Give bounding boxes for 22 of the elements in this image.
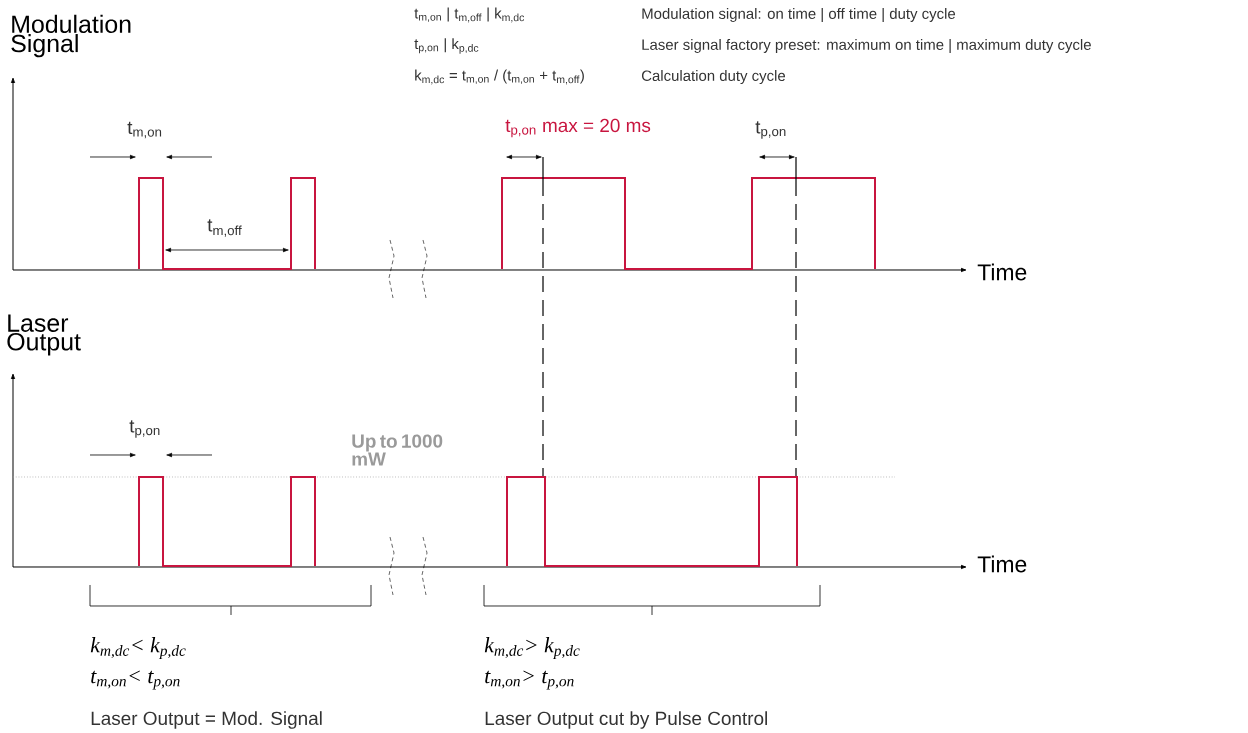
axis-title: Laser Output [7,314,81,356]
legend-text: Calculation duty cycle [641,70,786,84]
dimension-label: t$_{m,on}$ [127,121,162,139]
condition-formula: t$_{m,on}$< t$_{p,on}$ [91,670,180,690]
axis-title: Modulation Signal [11,14,131,58]
dimension-label: t$_{p,on}$ [755,121,786,139]
condition-formula: t$_{m,on}$> t$_{p,on}$ [485,670,574,690]
dimension-label: t$_{m,off}$ [207,219,242,237]
condition-formula: k$_{m,dc}$> k$_{p,dc}$ [484,637,580,659]
caption-text: Laser Output = Mod. Signal [91,711,322,729]
symbol-legend: t$_{p,on}$ | k$_{p,dc}$ [414,38,479,54]
level-label: Up to 1000 mW [352,434,443,466]
caption-text: Laser Output cut by Pulse Control [485,711,767,729]
axis-label: Time [977,263,1027,281]
condition-formula: k$_{m,dc}$< k$_{p,dc}$ [90,637,186,659]
dimension-label: t$_{p,on}$ [129,420,160,438]
dimension-label: t$_{p,on}$ max = 20 ms [505,118,651,138]
axis-label: Time [977,555,1027,573]
formula-text: k$_{m,dc}$ = t$_{m,on}$ / (t$_{m,on}$ + t$_{m,off}$) [415,69,584,85]
symbol-legend: t$_{m,on}$ | t$_{m,off}$ | k$_{m,dc}$ [414,7,525,23]
legend-text: Laser signal factory preset: maximum on time | maximum duty cycle [642,39,1091,53]
legend-text: Modulation signal: on time | off time | duty cycle [642,8,956,22]
